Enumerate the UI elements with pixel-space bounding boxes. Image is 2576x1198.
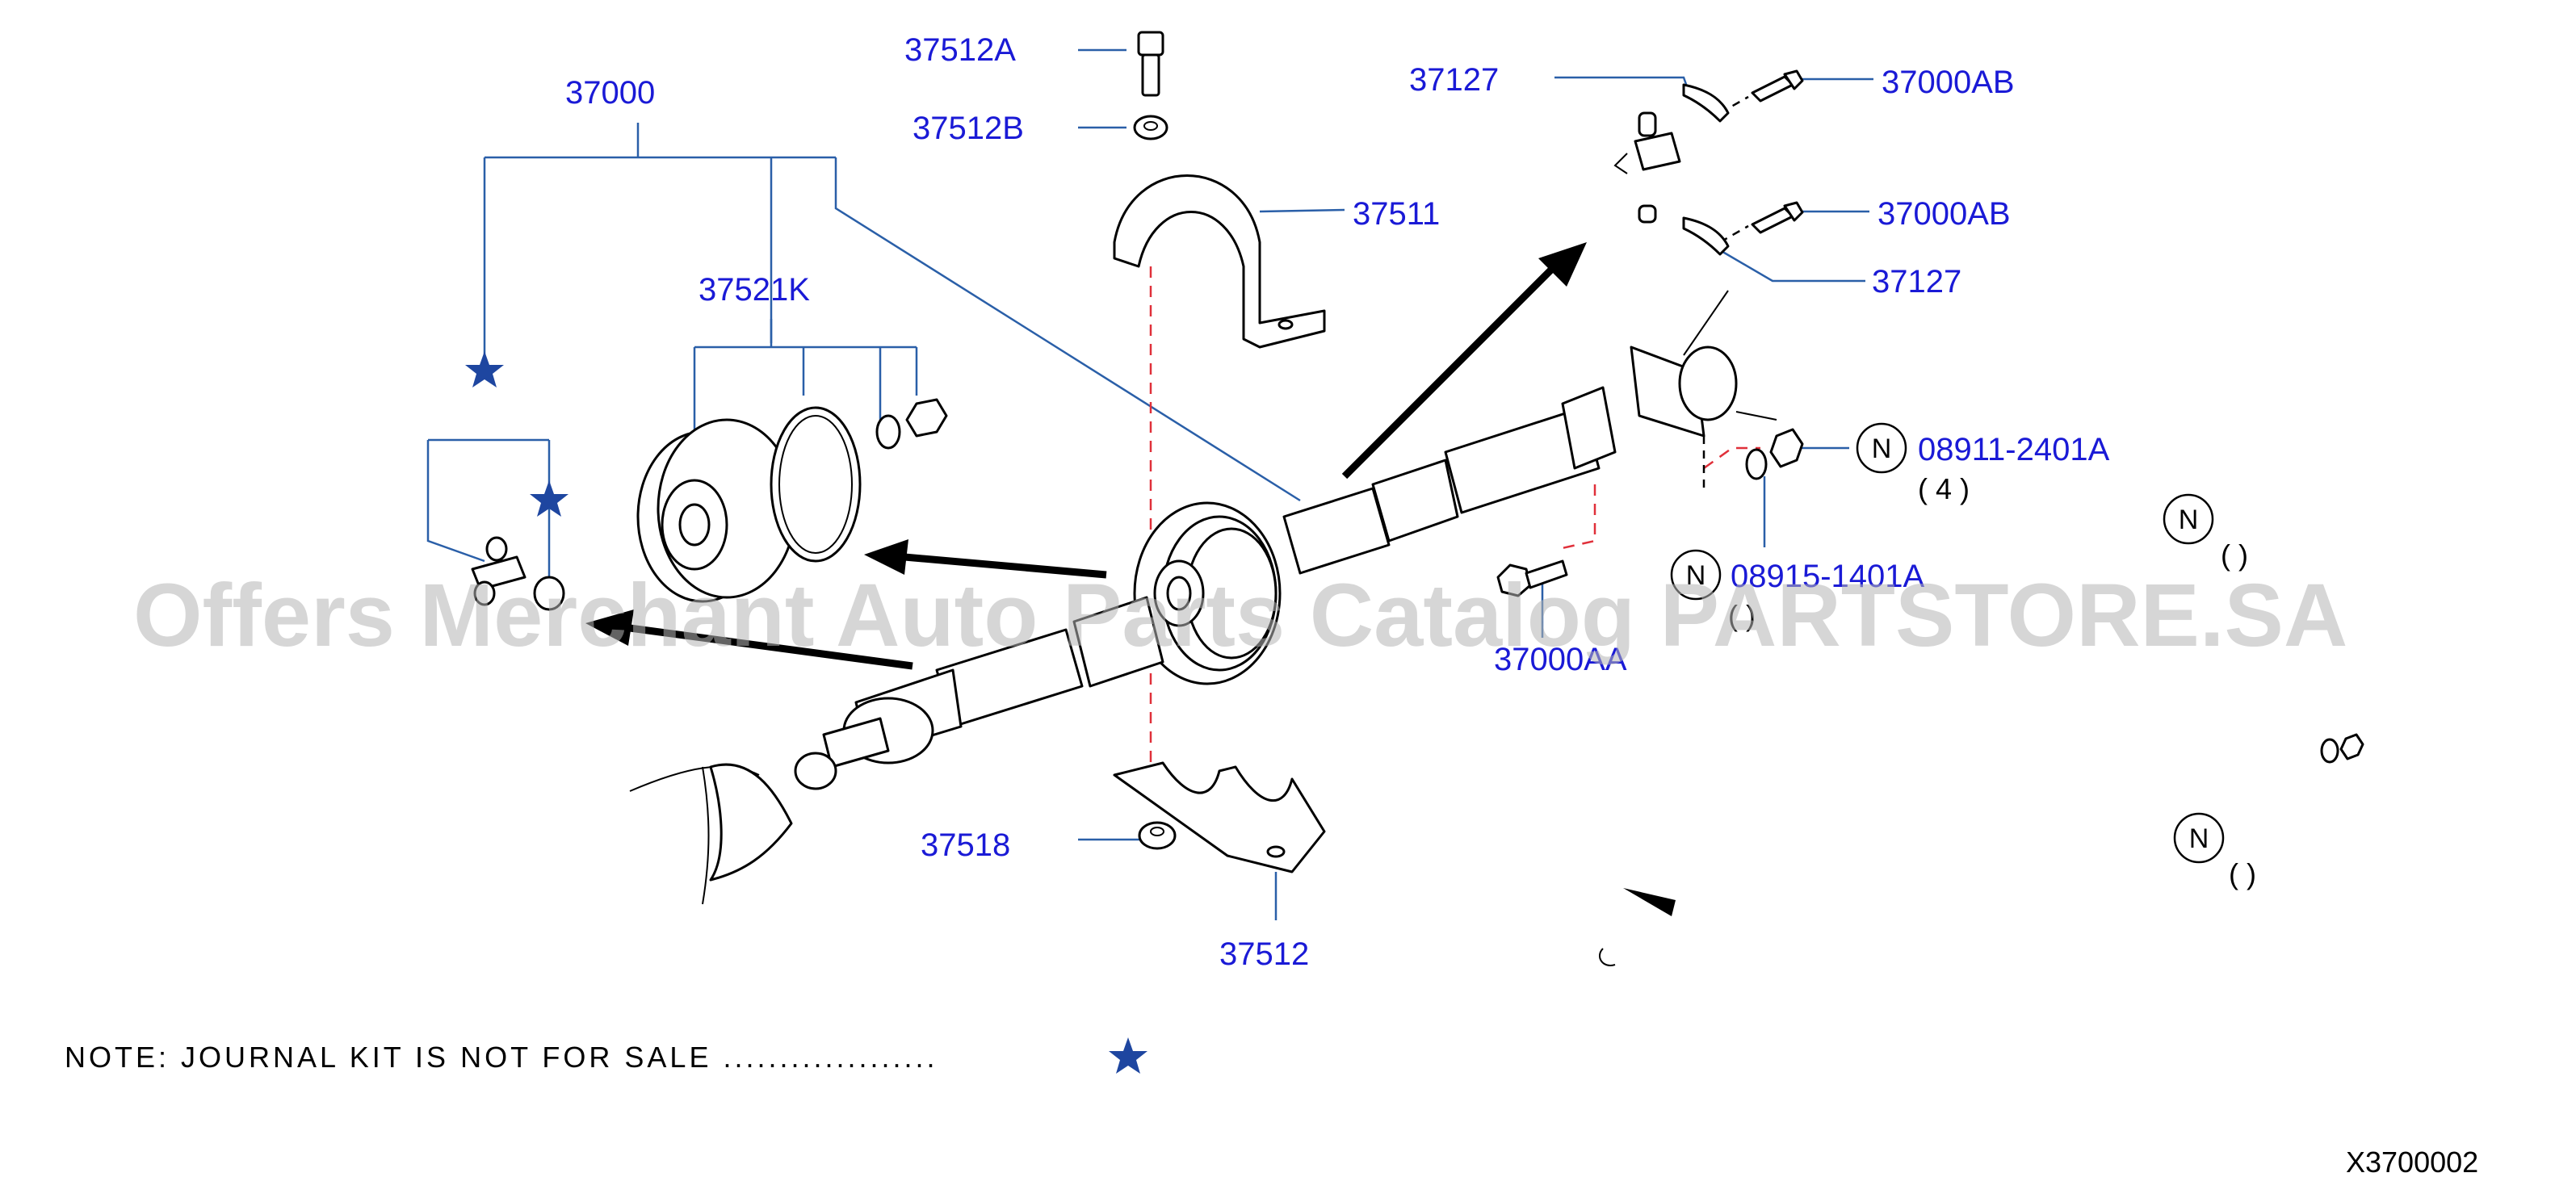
bolt-37512A	[1137, 31, 1164, 97]
lower-bracket-37512	[1113, 761, 1326, 873]
part-labels: 37000 37521K 37512A 37512B 37511 37127 3…	[565, 32, 2110, 972]
part-label-37000AB-top: 37000AB	[1882, 65, 2015, 100]
part-label-08911: 08911-2401A	[1918, 432, 2110, 467]
part-label-37127-top: 37127	[1409, 62, 1499, 98]
bolts-37000AB	[1751, 69, 1804, 234]
note-text: NOTE: JOURNAL KIT IS NOT FOR SALE ......…	[65, 1041, 938, 1074]
qty-08911: ( 4 )	[1918, 472, 1970, 505]
washer-37518	[1138, 821, 1177, 850]
star-icon	[1109, 1037, 1147, 1074]
universal-joint-journal	[471, 111, 1681, 611]
svg-text:N: N	[2189, 823, 2209, 854]
n-circle-icon: N	[1856, 422, 1907, 474]
n-circle-icon: N	[1670, 549, 1722, 601]
svg-text:N: N	[1872, 434, 1892, 464]
qty-right-1: ( )	[2221, 538, 2248, 572]
n-circle-icon: N	[2163, 493, 2214, 545]
star-icon	[465, 351, 504, 387]
part-label-37518: 37518	[921, 827, 1010, 863]
quantities: ( 4 ) ( ) ( ) ( )	[1728, 472, 2256, 890]
part-label-08915: 08915-1401A	[1731, 559, 1925, 594]
star-icon	[530, 480, 568, 517]
bolt-37000AA	[1496, 559, 1568, 597]
propeller-shaft-rear	[1282, 290, 1777, 575]
washer-37512B	[1133, 115, 1168, 140]
part-label-37000AA: 37000AA	[1494, 642, 1627, 677]
propeller-shaft-front	[629, 596, 1164, 905]
center-bearing-assembly	[1133, 501, 1282, 685]
part-label-37511: 37511	[1353, 196, 1440, 232]
part-label-37512A: 37512A	[904, 32, 1016, 68]
nut-washer-08911	[1745, 428, 1804, 480]
svg-text:N: N	[1686, 560, 1706, 591]
part-label-37512: 37512	[1219, 936, 1309, 972]
flexible-coupling-37521K	[636, 398, 948, 603]
part-label-37521K: 37521K	[699, 272, 810, 308]
n-markers: N N N N	[1670, 422, 2225, 864]
n-circle-icon: N	[2173, 812, 2225, 864]
svg-text:N: N	[2179, 505, 2199, 535]
qty-right-2: ( )	[2229, 857, 2256, 890]
star-marks	[465, 351, 1147, 1074]
snap-rings-37127	[1682, 83, 1730, 256]
watermark: Offers Merchant Auto Parts Catalog PARTS…	[133, 566, 2347, 665]
qty-08915: ( )	[1728, 599, 1756, 632]
explode-arrows	[585, 242, 1676, 916]
leader-lines	[426, 48, 1873, 920]
loose-small-parts	[1599, 733, 2364, 966]
part-label-37000: 37000	[565, 75, 655, 111]
part-label-37127-bottom: 37127	[1872, 264, 1961, 300]
part-label-37000AB-bottom: 37000AB	[1877, 196, 2011, 232]
part-label-37512B: 37512B	[913, 111, 1024, 146]
diagram-code: X3700002	[2346, 1146, 2478, 1179]
center-bearing-bracket-37511	[1113, 174, 1326, 349]
